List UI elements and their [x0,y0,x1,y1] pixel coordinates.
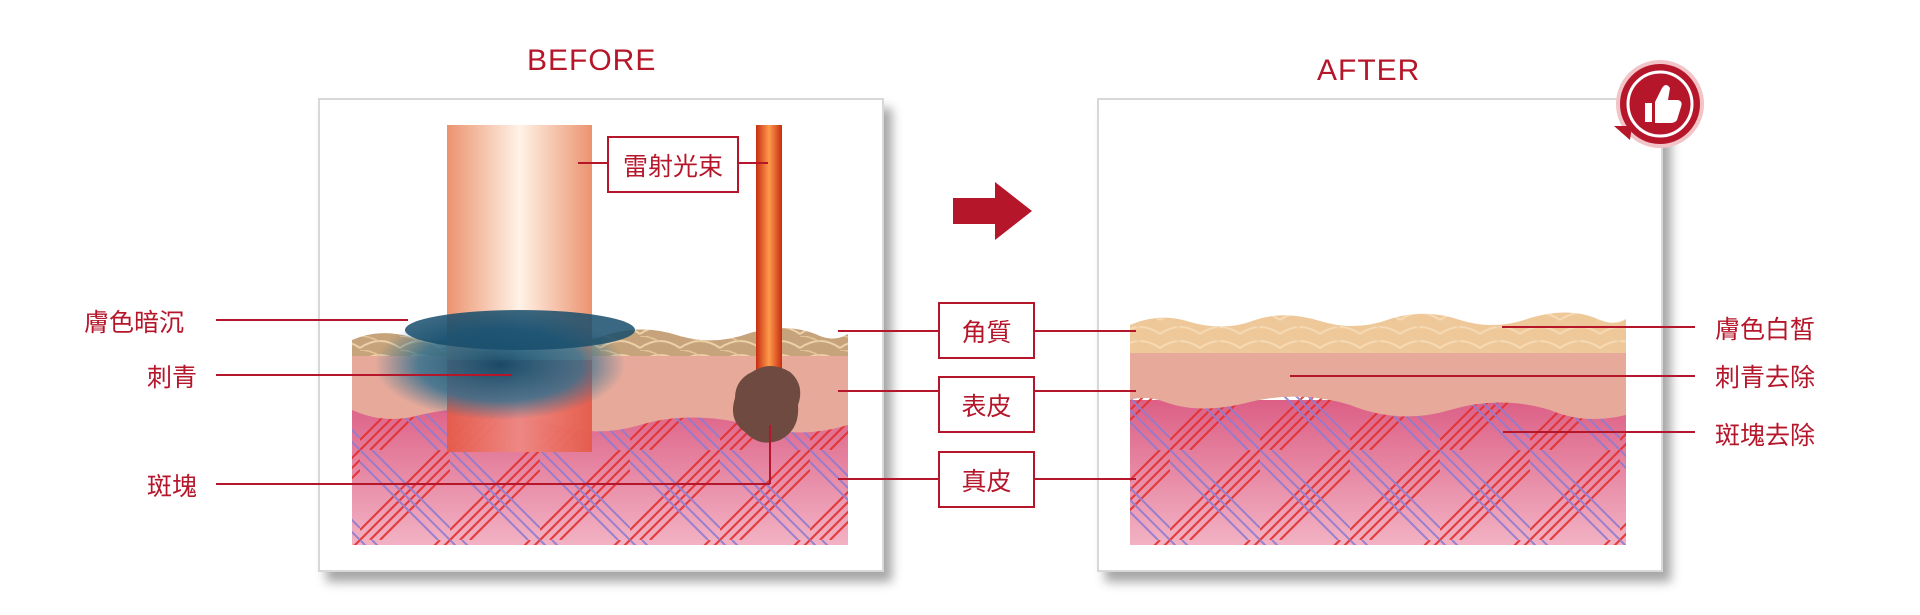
after-epidermis [1130,352,1626,419]
dermis-label: 真皮 [938,451,1035,508]
tattoo-label: 刺青 [147,363,198,392]
after-title: AFTER [1317,54,1421,87]
right-arrow-icon [953,182,1032,240]
laser-beam-label: 雷射光束 [607,136,739,193]
stratum-corneum-label: 角質 [938,302,1035,359]
fair-skin-label: 膚色白皙 [1715,315,1816,344]
spot-removed-label: 斑塊去除 [1715,421,1816,450]
laser-beam-thin [756,125,782,375]
pigment-spot [732,366,801,443]
tattoo-removed-label: 刺青去除 [1715,363,1816,392]
before-skin [352,125,848,545]
after-skin [1130,312,1626,545]
leader-lines [216,162,1695,485]
dull-skin-label: 膚色暗沉 [84,308,185,337]
epidermis-label: 表皮 [938,376,1035,433]
spot-label: 斑塊 [147,472,198,501]
thumbs-up-icon [1614,60,1704,148]
before-title: BEFORE [527,44,657,77]
